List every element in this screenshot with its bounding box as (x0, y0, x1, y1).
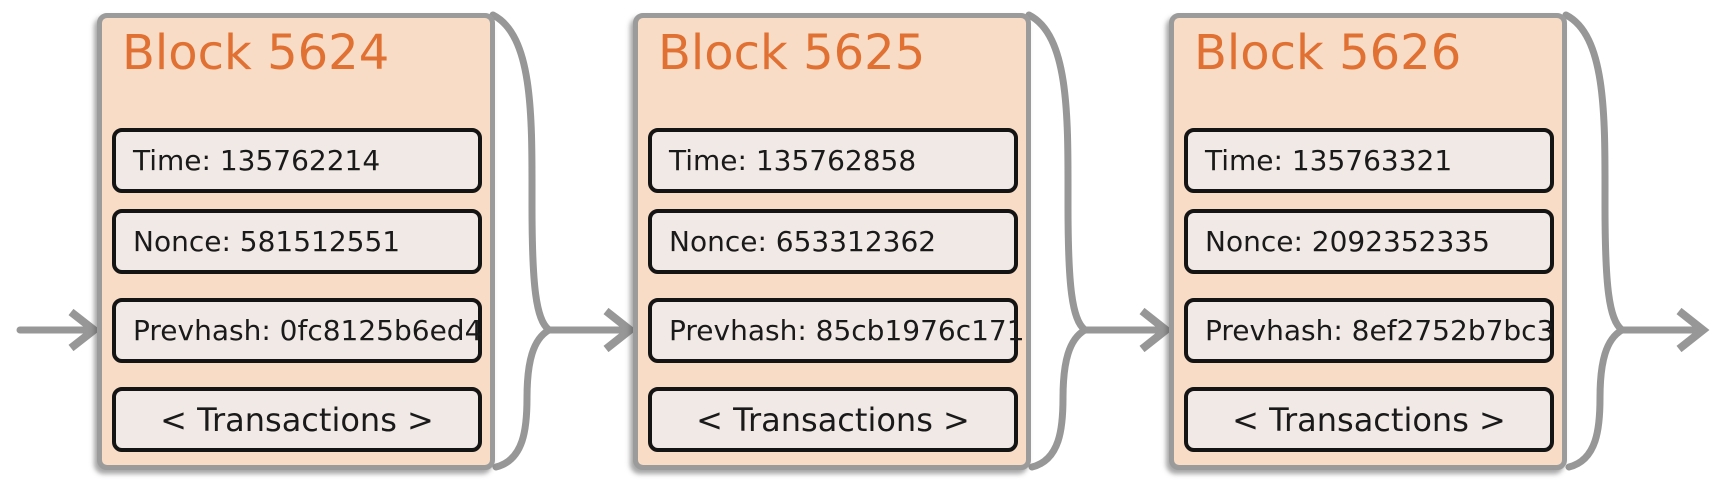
time-field: Time: 135762214 (112, 128, 482, 193)
time-field: Time: 135762858 (648, 128, 1018, 193)
transactions-button: < Transactions > (1184, 387, 1554, 452)
blockchain-block-2: Block 5625 Time: 135762858 Nonce: 653312… (633, 13, 1031, 470)
nonce-field: Nonce: 2092352335 (1184, 209, 1554, 274)
chain-brace-arrow-3 (1562, 11, 1710, 471)
prevhash-field: Prevhash: 0fc8125b6ed4 (112, 298, 482, 363)
chain-brace-arrow-2 (1025, 11, 1173, 471)
incoming-chain-arrow (16, 308, 101, 352)
prevhash-field: Prevhash: 8ef2752b7bc3 (1184, 298, 1554, 363)
time-field: Time: 135763321 (1184, 128, 1554, 193)
transactions-button: < Transactions > (648, 387, 1018, 452)
nonce-field: Nonce: 581512551 (112, 209, 482, 274)
block-title: Block 5624 (122, 25, 390, 81)
blockchain-block-3: Block 5626 Time: 135763321 Nonce: 209235… (1169, 13, 1567, 470)
prevhash-field: Prevhash: 85cb1976c171 (648, 298, 1025, 363)
block-title: Block 5626 (1194, 25, 1462, 81)
block-title: Block 5625 (658, 25, 926, 81)
chain-brace-arrow-1 (489, 11, 637, 471)
nonce-field: Nonce: 653312362 (648, 209, 1018, 274)
transactions-button: < Transactions > (112, 387, 482, 452)
blockchain-block-1: Block 5624 Time: 135762214 Nonce: 581512… (97, 13, 495, 470)
